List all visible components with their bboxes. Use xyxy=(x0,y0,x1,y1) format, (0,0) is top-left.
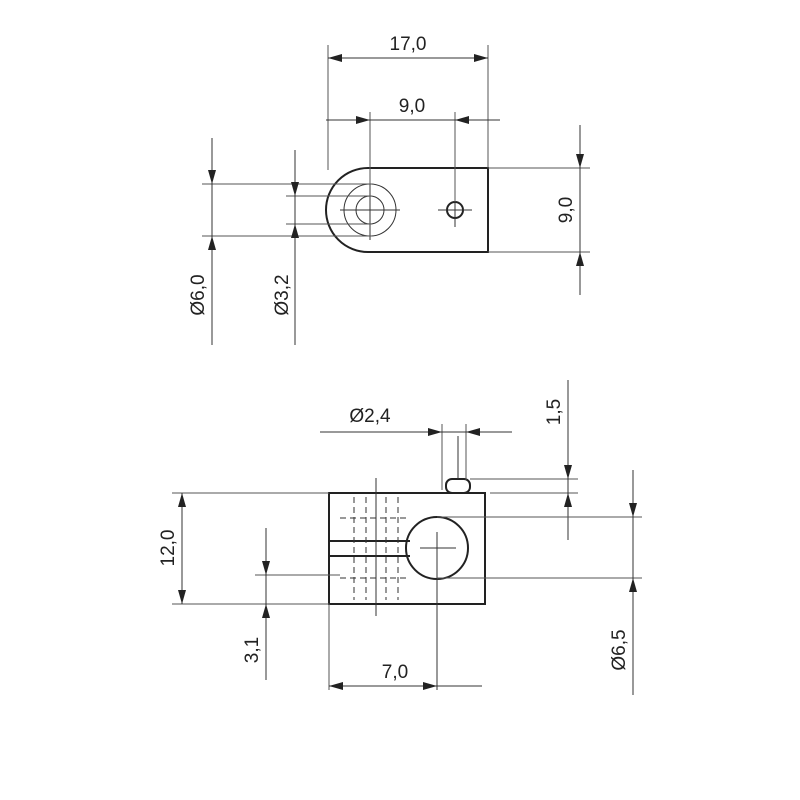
dim-label-slot-offset: 3,1 xyxy=(242,637,263,663)
dim-width-17: 17,0 xyxy=(327,34,489,170)
top-view-part xyxy=(325,167,489,253)
dim-label-bore-position: 7,0 xyxy=(382,662,408,683)
dim-label-height-front: 12,0 xyxy=(158,530,179,567)
dim-pin-diameter: Ø2,4 xyxy=(320,406,512,490)
dim-label-width: 17,0 xyxy=(390,34,427,55)
dim-height-front: 12,0 xyxy=(158,492,329,605)
dim-label-bore-outer: Ø6,0 xyxy=(188,274,209,315)
dim-label-pin-diameter: Ø2,4 xyxy=(349,406,391,427)
front-view-part xyxy=(328,436,486,690)
dim-label-height-top: 9,0 xyxy=(556,197,577,223)
dim-label-hole-spacing: 9,0 xyxy=(399,96,425,117)
dim-bore-outer: Ø6,0 xyxy=(188,138,372,345)
dim-bore-position: 7,0 xyxy=(328,604,482,690)
dim-bore-inner: Ø3,2 xyxy=(272,150,372,345)
dim-hole-spacing: 9,0 xyxy=(326,96,500,202)
dim-label-pin-height: 1,5 xyxy=(544,399,565,425)
dim-height-top: 9,0 xyxy=(488,125,590,295)
dim-slot-offset: 3,1 xyxy=(242,528,340,680)
dim-label-bore-diameter: Ø6,5 xyxy=(609,629,630,670)
dim-pin-height: 1,5 xyxy=(470,380,578,540)
dim-label-bore-inner: Ø3,2 xyxy=(272,274,293,315)
dim-bore-diameter: Ø6,5 xyxy=(437,470,642,695)
